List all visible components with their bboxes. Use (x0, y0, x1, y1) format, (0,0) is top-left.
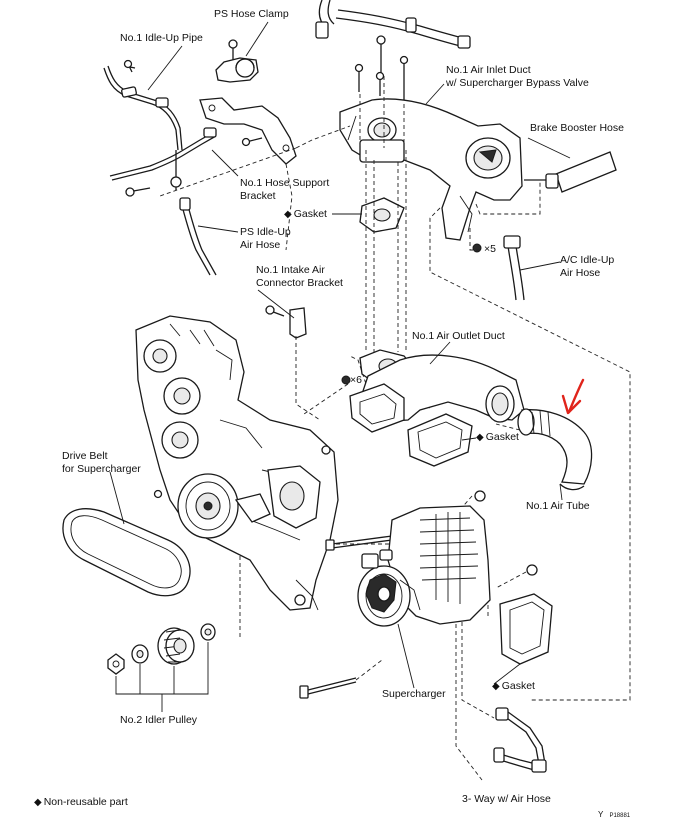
label-gasket-middle-text: Gasket (485, 431, 519, 443)
label-gasket-bottom: ◆Gasket (492, 680, 535, 693)
label-bolt-count-x6: ×6 (350, 374, 362, 386)
label-intake-connector-bracket-line2: Connector Bracket (256, 277, 343, 289)
long-bolts (299, 535, 393, 699)
top-bolts (354, 35, 409, 100)
ps-hose-clamp-part (215, 39, 259, 83)
label-hose-support-bracket-line2: Bracket (240, 190, 276, 202)
label-three-way-air-hose: 3- Way w/ Air Hose (462, 793, 551, 805)
non-reusable-diamond-icon: ◆ (476, 432, 484, 443)
supercharger-part (357, 490, 538, 627)
non-reusable-diamond-icon: ◆ (492, 681, 500, 692)
air-inlet-duct-part (339, 98, 523, 253)
label-gasket-bottom-text: Gasket (501, 680, 535, 692)
gasket-bottom-part (499, 593, 553, 665)
air-outlet-duct-part (349, 354, 525, 433)
gasket-top-part (359, 197, 405, 233)
idler-pulley-part (107, 623, 216, 712)
legend-non-reusable-text: Non-reusable part (43, 796, 128, 808)
red-annotation-arrow (561, 378, 585, 415)
figure-code: Y P18881 (598, 810, 630, 821)
label-bolt-count-x5: ×5 (484, 243, 496, 255)
label-air-inlet-duct-line1: No.1 Air Inlet Duct (446, 64, 531, 76)
label-air-inlet-duct-line2: w/ Supercharger Bypass Valve (446, 77, 589, 89)
label-idle-up-pipe: No.1 Idle-Up Pipe (120, 32, 203, 44)
label-air-tube: No.1 Air Tube (526, 500, 590, 512)
ac-idle-up-air-hose-part (503, 235, 525, 301)
label-ps-idle-up-hose-line2: Air Hose (240, 239, 281, 251)
intake-connector-bracket-part (265, 305, 307, 339)
idle-up-pipe-part (103, 59, 217, 197)
label-ps-hose-clamp: PS Hose Clamp (214, 8, 289, 20)
non-reusable-diamond-icon: ◆ (34, 797, 42, 808)
ps-idle-up-air-hose-part (179, 197, 217, 276)
label-drive-belt-line2: for Supercharger (62, 463, 141, 475)
brake-booster-hose-part (524, 151, 617, 193)
label-ac-idle-up-hose-line1: A/C Idle-Up (560, 254, 615, 266)
figure-code-letter: Y (598, 810, 604, 819)
label-gasket-top: ◆Gasket (284, 208, 327, 221)
label-air-outlet-duct: No.1 Air Outlet Duct (412, 330, 505, 342)
gasket-middle-part (407, 413, 473, 467)
non-reusable-diamond-icon: ◆ (284, 209, 292, 220)
label-idler-pulley: No.2 Idler Pulley (120, 714, 198, 726)
label-brake-booster-hose: Brake Booster Hose (530, 122, 624, 134)
label-hose-support-bracket-line1: No.1 Hose Support (240, 177, 330, 189)
three-way-air-hose-part (493, 707, 547, 773)
legend-non-reusable: ◆Non-reusable part (34, 796, 128, 809)
engine-block-part (135, 315, 339, 611)
label-gasket-top-text: Gasket (293, 208, 327, 220)
label-drive-belt-line1: Drive Belt (62, 450, 108, 462)
label-ac-idle-up-hose-line2: Air Hose (560, 267, 601, 279)
hose-support-bracket-part (199, 97, 297, 165)
label-supercharger: Supercharger (382, 688, 446, 700)
label-intake-connector-bracket-line1: No.1 Intake Air (256, 264, 325, 276)
drive-belt-part (62, 508, 191, 597)
label-leader-lines (109, 21, 571, 689)
label-ps-idle-up-hose-line1: PS Idle-Up (240, 226, 291, 238)
figure-code-number: P18881 (609, 813, 631, 819)
air-tube-part (517, 408, 593, 491)
label-gasket-middle: ◆Gasket (476, 431, 519, 444)
top-vacuum-hose (315, 0, 471, 49)
